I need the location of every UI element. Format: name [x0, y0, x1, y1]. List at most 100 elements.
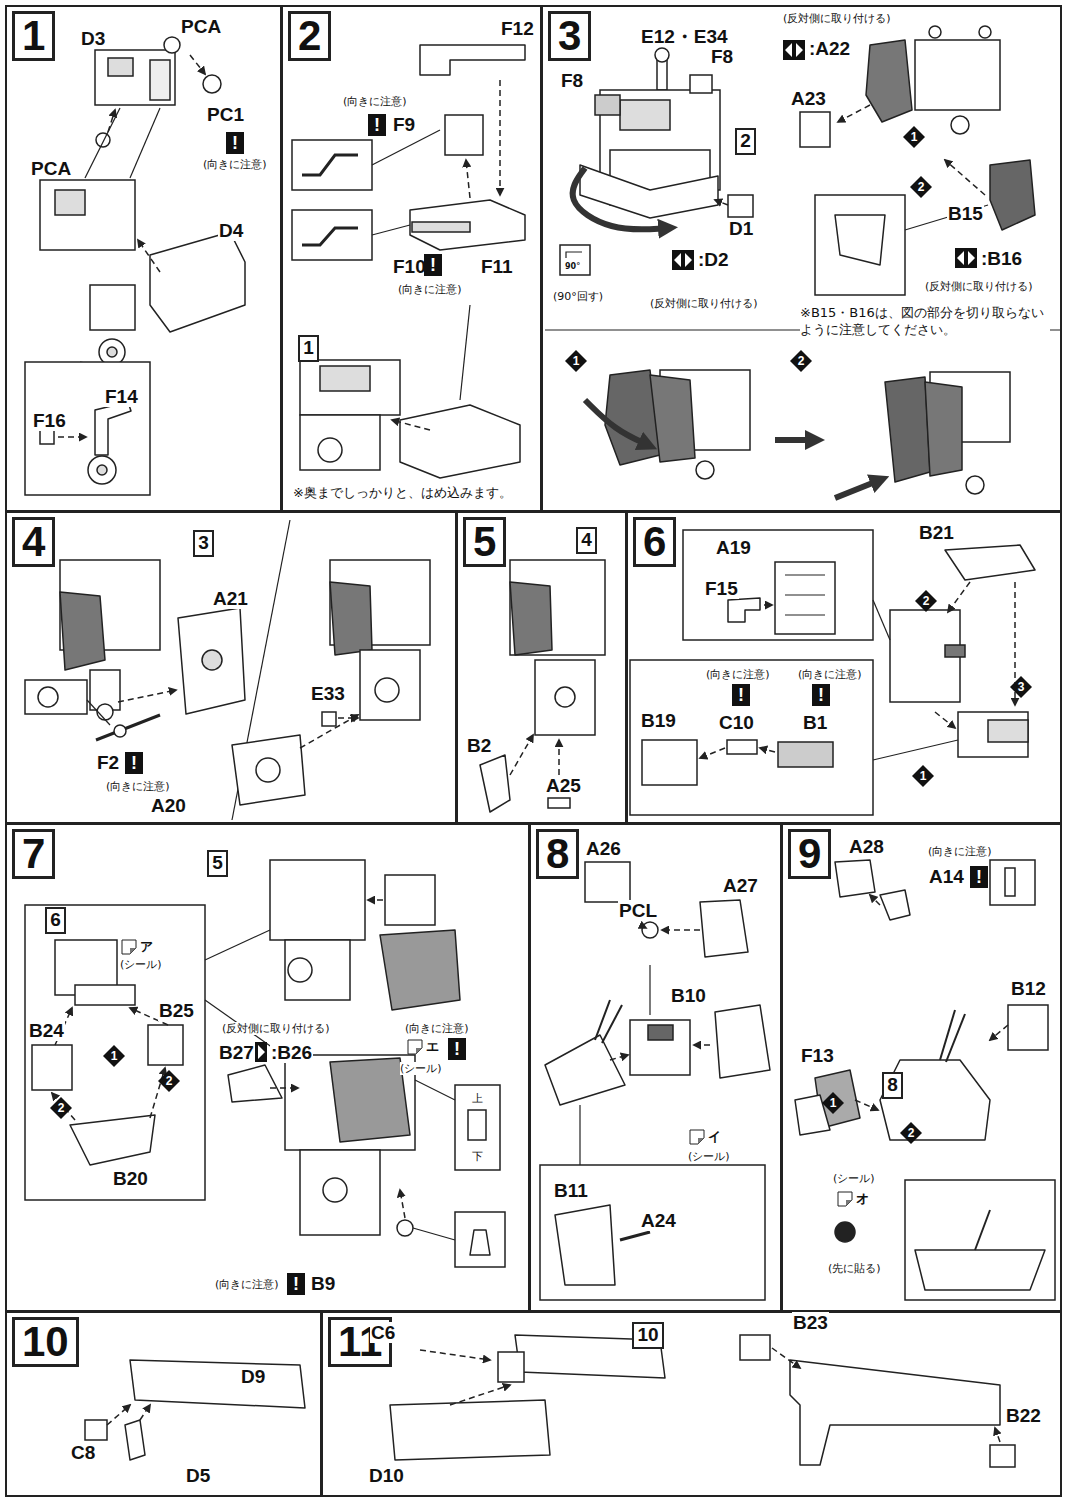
part-drawing: [40, 430, 54, 444]
part-drawing: [270, 860, 365, 940]
sticker-icon: [690, 1130, 704, 1144]
part-drawing: [32, 1045, 72, 1090]
part-number: D3: [80, 28, 106, 49]
note: (先に貼る): [828, 1262, 881, 1275]
part-drawing: [650, 375, 695, 462]
step-number: 10: [12, 1317, 79, 1367]
part-drawing: [95, 402, 131, 455]
part-drawing: [585, 862, 630, 902]
leader-line: [415, 1080, 455, 1100]
part-drawing: [400, 405, 520, 478]
assembly-arrow: [870, 895, 880, 905]
ref-number: 4: [581, 529, 592, 550]
step-number: 1: [12, 11, 55, 61]
part-drawing: [285, 940, 350, 1000]
step-number: 6: [633, 517, 676, 567]
caution-icon: !: [448, 1038, 466, 1060]
step-number: 9: [788, 829, 831, 879]
part-number: A24: [640, 1210, 677, 1231]
part-drawing: [178, 608, 245, 714]
step-panel: 756: [5, 823, 530, 1312]
part-number: B27: [218, 1042, 255, 1063]
step-panel: 54: [456, 511, 627, 824]
step-marker: 1: [903, 126, 925, 148]
part-number: A21: [212, 588, 249, 609]
sticker-letter: オ: [856, 1191, 869, 1206]
part-number: F2: [96, 752, 120, 773]
part-drawing: [535, 660, 595, 735]
assembly-arrow: [935, 712, 955, 728]
part-drawing: [40, 180, 135, 250]
part-number: PC1: [206, 104, 245, 125]
part-drawing: [915, 40, 1000, 110]
part-drawing: [330, 582, 372, 655]
part-drawing: [958, 712, 1028, 757]
part-number: F13: [800, 1045, 835, 1066]
sticker-icon: [408, 1040, 422, 1054]
note: (シール): [833, 1172, 875, 1185]
swap-icon: [783, 40, 805, 60]
part-drawing: [455, 1085, 500, 1170]
part-number: :B16: [980, 248, 1023, 269]
part-drawing: [595, 95, 620, 115]
part-drawing: [108, 58, 133, 76]
part-drawing: [510, 582, 552, 655]
motion-arrow: [573, 168, 668, 229]
part-drawing: [150, 232, 245, 332]
part-drawing: [945, 545, 1035, 580]
part-drawing: [60, 592, 105, 670]
part-drawing: [455, 1212, 505, 1267]
note: (90°回す): [553, 290, 603, 303]
part-number: B20: [112, 1168, 149, 1189]
part-drawing: [88, 456, 116, 484]
part-drawing: [232, 735, 305, 805]
part-drawing: [468, 1110, 486, 1140]
note: (向きに注意): [928, 845, 992, 858]
note: (向きに注意): [343, 95, 407, 108]
part-drawing: [778, 742, 833, 767]
leader-line: [785, 594, 825, 595]
part-number: F11: [480, 256, 514, 277]
part-number: B1: [802, 712, 828, 733]
part-drawing: [885, 377, 930, 482]
part-drawing: [951, 116, 969, 134]
part-drawing: [498, 1352, 524, 1382]
part-number: A25: [545, 775, 582, 796]
caution-icon: !: [732, 684, 750, 706]
assembly-arrow: [450, 1385, 510, 1405]
assembly-arrow: [420, 1350, 490, 1360]
part-number: A28: [848, 836, 885, 857]
ref-number: 1: [303, 337, 314, 358]
part-drawing: [320, 366, 370, 391]
part-drawing: [96, 133, 110, 147]
part-drawing: [540, 1165, 765, 1300]
part-drawing: [915, 1250, 1045, 1290]
leader-line: [975, 1210, 990, 1250]
part-drawing: [330, 1058, 410, 1142]
assembly-arrow: [760, 748, 775, 752]
leader-line: [302, 155, 358, 175]
ref-number: 5: [212, 852, 223, 873]
part-drawing: [397, 1220, 413, 1236]
part-drawing: [99, 339, 125, 365]
part-drawing: [420, 45, 525, 75]
part-drawing: [323, 1178, 347, 1202]
assembly-arrow: [640, 925, 646, 928]
assembly-arrow: [270, 1087, 298, 1089]
leader-line: [413, 1228, 455, 1240]
part-number: F12: [500, 18, 535, 39]
part-number: A20: [150, 795, 187, 816]
note: (向きに注意): [798, 668, 862, 681]
part-drawing: [410, 200, 525, 250]
sticker-letter: ア: [140, 939, 153, 954]
part-number: A14: [928, 866, 965, 887]
step-marker: 1: [565, 350, 587, 372]
assembly-arrow: [510, 735, 533, 775]
part-number: B15: [947, 203, 984, 224]
part-number: F14: [104, 386, 139, 407]
assembly-arrow: [140, 1405, 150, 1420]
part-drawing: [125, 1420, 145, 1460]
part-drawing: [75, 985, 135, 1005]
